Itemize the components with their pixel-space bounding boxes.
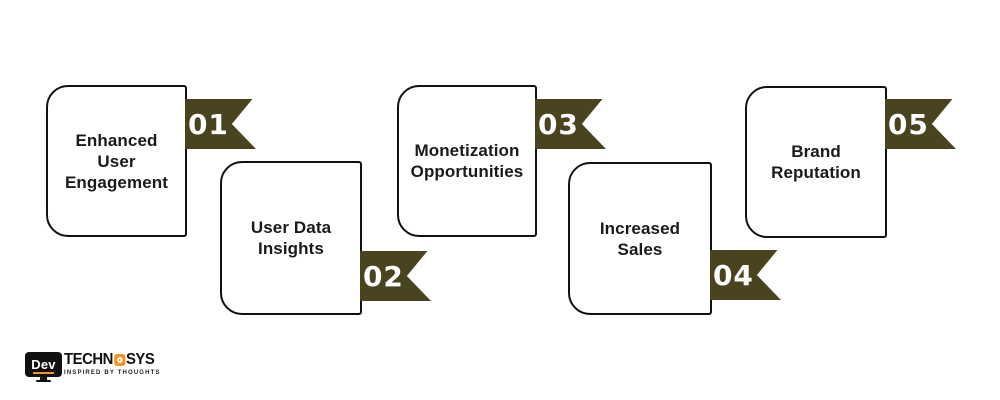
label-line: Sales [617, 239, 663, 259]
logo-dev-text: Dev [31, 357, 56, 372]
card-label: Monetization Opportunities [411, 140, 524, 182]
card-monetization-opportunities: Monetization Opportunities [397, 85, 537, 237]
number-ribbon-02: 02 [360, 251, 431, 301]
label-line: Reputation [771, 163, 861, 182]
card-label: Brand Reputation [771, 141, 861, 183]
logo-brand-left: TECHN [64, 351, 113, 368]
ribbon-number: 04 [712, 258, 754, 292]
monitor-base [36, 380, 51, 382]
number-ribbon-05: 05 [885, 99, 956, 149]
gear-icon [113, 354, 126, 366]
card-increased-sales: Increased Sales [568, 162, 712, 315]
ribbon-number: 05 [887, 107, 929, 141]
card-label: User Data Insights [251, 217, 331, 259]
logo-tagline: INSPIRED BY THOUGHTS [64, 370, 161, 376]
logo-brand-column: TECHN SYS INSPIRED BY THOUGHTS [64, 351, 161, 377]
card-label: Enhanced User Engagement [65, 130, 168, 193]
dev-technosys-logo: Dev TECHN SYS INSPIRED BY THOUGHTS [25, 352, 161, 382]
label-line: Increased [599, 218, 681, 238]
logo-dev-badge: Dev [25, 352, 62, 377]
label-line: Engagement [64, 172, 169, 192]
label-line: Brand [791, 142, 841, 161]
card-brand-reputation: Brand Reputation [745, 86, 887, 238]
label-line: User Data [250, 218, 332, 237]
ribbon-number: 02 [362, 259, 404, 293]
logo-brand-right: SYS [125, 351, 155, 368]
label-line: Insights [258, 239, 324, 258]
label-line: Monetization [414, 141, 520, 160]
card-enhanced-user-engagement: Enhanced User Engagement [46, 85, 187, 237]
number-ribbon-04: 04 [710, 250, 781, 300]
logo-wordmark: TECHN SYS [64, 351, 155, 368]
monitor-icon: Dev [25, 352, 62, 382]
ribbon-number: 03 [537, 107, 579, 141]
ribbon-number: 01 [187, 107, 229, 141]
monitor-stand [40, 377, 47, 380]
number-ribbon-03: 03 [535, 99, 606, 149]
card-user-data-insights: User Data Insights [220, 161, 362, 315]
number-ribbon-01: 01 [185, 99, 256, 149]
label-line: Opportunities [410, 162, 524, 181]
label-line: User [97, 151, 136, 171]
card-label: Increased Sales [600, 218, 680, 260]
label-line: Enhanced [75, 130, 158, 150]
